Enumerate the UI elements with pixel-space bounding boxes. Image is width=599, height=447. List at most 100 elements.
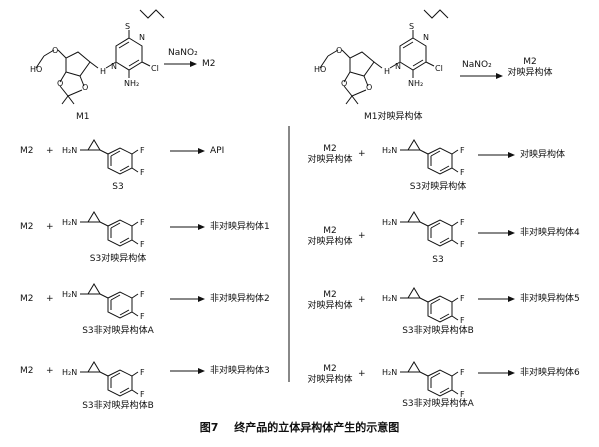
product-label: 非对映异构体4	[520, 228, 580, 238]
atom-f: F	[460, 390, 465, 399]
product-label: 非对映异构体5	[520, 294, 580, 304]
reagent-label: NaNO₂	[462, 60, 492, 70]
plus-sign: +	[358, 231, 366, 241]
atom-f: F	[140, 218, 145, 227]
amine-structure-r3	[399, 287, 459, 323]
reactant-label: M2	[20, 366, 34, 376]
reactant-label: M2	[323, 226, 337, 236]
plus-sign: +	[46, 366, 54, 376]
atom-f: F	[140, 312, 145, 321]
atom-h2n: H₂N	[382, 294, 397, 303]
figure-number: 图7	[199, 421, 219, 434]
amine-label: S3非对映异构体B	[402, 326, 474, 336]
reactant-label: M2	[323, 364, 337, 374]
reagent-label: NaNO₂	[168, 48, 198, 58]
amine-label: S3非对映异构体A	[82, 326, 154, 336]
atom-h2n: H₂N	[62, 146, 77, 155]
atom-o: O	[82, 83, 88, 92]
atom-o: O	[336, 46, 342, 55]
atom-f: F	[460, 294, 465, 303]
reactant-label: 对映异构体	[307, 155, 353, 165]
atom-nh2: NH₂	[408, 79, 423, 88]
reactant-label: 对映异构体	[307, 375, 353, 385]
reactant-label: 对映异构体	[307, 301, 353, 311]
amine-structure-l3	[79, 283, 139, 319]
atom-f: F	[140, 368, 145, 377]
atom-f: F	[140, 146, 145, 155]
atom-o: O	[52, 46, 58, 55]
amine-structure-r2	[399, 211, 459, 247]
atom-h2n: H₂N	[382, 368, 397, 377]
product-label: 非对映异构体2	[210, 294, 270, 304]
atom-f: F	[460, 240, 465, 249]
reactant-label: M2	[323, 144, 337, 154]
atom-f: F	[460, 316, 465, 325]
amine-structure-l4	[79, 361, 139, 397]
amine-label: S3	[432, 255, 444, 265]
figure-title: 终产品的立体异构体产生的示意图	[234, 421, 400, 434]
atom-f: F	[140, 240, 145, 249]
atom-n: N	[395, 62, 401, 71]
reactant-label: 对映异构体	[307, 237, 353, 247]
atom-cl: Cl	[151, 64, 159, 73]
product-label: M2	[523, 57, 537, 67]
molecule-label: M1对映异构体	[364, 112, 423, 122]
atom-h2n: H₂N	[382, 218, 397, 227]
atom-ho: HO	[314, 65, 326, 74]
atom-h: H	[384, 67, 390, 76]
plus-sign: +	[46, 146, 54, 156]
plus-sign: +	[46, 294, 54, 304]
atom-f: F	[140, 390, 145, 399]
amine-label: S3非对映异构体A	[402, 399, 474, 409]
atom-h2n: H₂N	[382, 146, 397, 155]
product-label: 非对映异构体1	[210, 222, 270, 232]
reactant-label: M2	[323, 290, 337, 300]
atom-o: O	[57, 79, 63, 88]
figure-caption: 图7 终产品的立体异构体产生的示意图	[0, 419, 599, 435]
atom-cl: Cl	[435, 64, 443, 73]
amine-structure-l2	[79, 211, 139, 247]
atom-f: F	[140, 168, 145, 177]
amine-label: S3对映异构体	[409, 182, 467, 192]
atom-s: S	[125, 22, 130, 31]
atom-ho: HO	[30, 65, 42, 74]
amine-label: S3	[112, 182, 124, 192]
atom-o: O	[366, 83, 372, 92]
atom-o: O	[341, 79, 347, 88]
product-label: API	[210, 146, 225, 156]
product-label: 对映异构体	[520, 150, 566, 160]
m1-enantiomer-structure	[319, 9, 449, 105]
plus-sign: +	[46, 222, 54, 232]
atom-h: H	[100, 67, 106, 76]
atom-h2n: H₂N	[62, 218, 77, 227]
reactant-label: M2	[20, 146, 34, 156]
product-label: 非对映异构体6	[520, 368, 580, 378]
atom-n: N	[139, 33, 145, 42]
reactant-label: M2	[20, 222, 34, 232]
atom-n: N	[111, 62, 117, 71]
atom-f: F	[460, 218, 465, 227]
product-label: 对映异构体	[507, 68, 553, 78]
amine-label: S3对映异构体	[89, 254, 147, 264]
product-label: M2	[202, 59, 216, 69]
amine-structure-l1	[79, 139, 139, 175]
atom-f: F	[140, 290, 145, 299]
plus-sign: +	[358, 149, 366, 159]
atom-h2n: H₂N	[62, 368, 77, 377]
amine-structure-r4	[399, 361, 459, 397]
m1-structure	[35, 9, 165, 105]
molecule-label: M1	[76, 112, 90, 122]
atom-h2n: H₂N	[62, 290, 77, 299]
amine-label: S3非对映异构体B	[82, 401, 154, 411]
atom-n: N	[423, 33, 429, 42]
atom-s: S	[409, 22, 414, 31]
amine-structure-r1	[399, 139, 459, 175]
plus-sign: +	[358, 369, 366, 379]
product-label: 非对映异构体3	[210, 366, 270, 376]
reactant-label: M2	[20, 294, 34, 304]
atom-f: F	[460, 168, 465, 177]
plus-sign: +	[358, 295, 366, 305]
atom-nh2: NH₂	[124, 79, 139, 88]
